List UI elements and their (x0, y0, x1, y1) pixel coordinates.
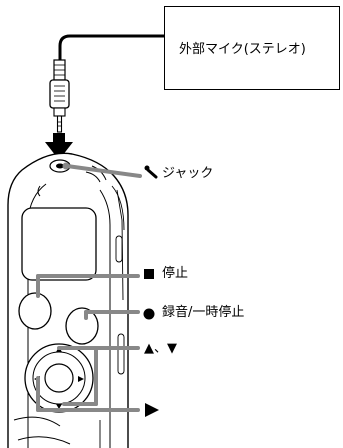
stop-callout (36, 274, 140, 298)
play-arrow-icon (145, 403, 159, 417)
microphone-jack-icon (144, 165, 158, 179)
jack-callout (62, 162, 142, 178)
record-button (65, 307, 99, 345)
external-mic-label: 外部マイク(ステレオ) (179, 42, 306, 57)
stop-label: 停止 (162, 266, 189, 281)
record-circle-icon (143, 308, 155, 320)
record-callout (84, 310, 140, 320)
external-mic-box: 外部マイク(ステレオ) (164, 6, 340, 90)
updown-callout (57, 346, 140, 406)
play-center-button (44, 363, 74, 393)
mic-cable (58, 34, 164, 62)
stop-square-icon (144, 269, 154, 279)
record-pause-label: 録音/一時停止 (162, 305, 245, 320)
stop-button (18, 292, 52, 330)
updown-label: ▲、▼ (144, 341, 177, 356)
insert-arrow-icon (45, 133, 73, 160)
mic-plug-icon (49, 59, 70, 133)
play-callout (36, 376, 140, 412)
jack-label: ジャック (162, 166, 214, 181)
